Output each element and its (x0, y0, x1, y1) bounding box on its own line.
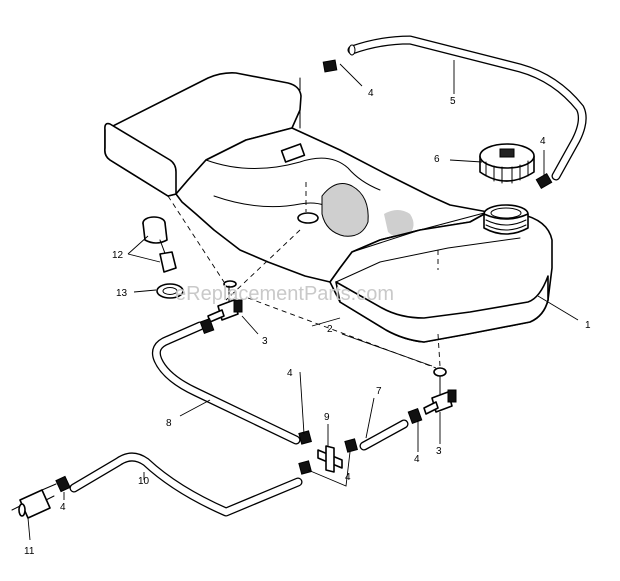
callout-3-left: 3 (262, 336, 268, 347)
callout-12: 12 (112, 250, 124, 261)
fuel-cap (479, 143, 535, 184)
callouts: 1 2 3 3 4 4 4 4 4 4 5 6 7 8 9 10 11 12 1… (24, 88, 591, 557)
callout-2: 2 (327, 324, 333, 335)
fuel-tank (104, 72, 553, 343)
callout-4-upper-right: 4 (540, 136, 546, 147)
callout-11: 11 (24, 546, 35, 557)
shutoff-valve-right (423, 367, 457, 415)
fuel-filter (11, 483, 57, 519)
hose-clamp-upper-left (299, 59, 338, 91)
callout-7: 7 (376, 386, 382, 397)
fuel-line-upper (151, 321, 301, 445)
callout-8: 8 (166, 418, 172, 429)
callout-1: 1 (585, 320, 591, 331)
watermark: eReplacementParts.com (175, 283, 394, 305)
hose-clamp-right-low (407, 408, 423, 424)
fuel-line-lower (69, 452, 303, 517)
leader-lines (27, 60, 579, 541)
callout-10: 10 (138, 476, 150, 487)
callout-4-mid: 4 (287, 368, 293, 379)
callout-4-upper-left: 4 (368, 88, 374, 99)
callout-6: 6 (434, 154, 440, 165)
callout-5: 5 (450, 96, 456, 107)
callout-4-tee: 4 (345, 472, 351, 483)
hose-clamp-lower-left (55, 475, 71, 493)
hose-clamp-upper-right (535, 172, 553, 190)
callout-3-right: 3 (436, 446, 442, 457)
tee-fitting (298, 430, 358, 475)
fuel-gauge (142, 216, 184, 299)
short-hose (359, 419, 409, 451)
callout-4-right-low: 4 (414, 454, 420, 465)
callout-13: 13 (116, 288, 128, 299)
vent-hose (347, 35, 587, 181)
filler-neck (483, 204, 529, 235)
callout-9: 9 (324, 412, 330, 423)
shutoff-valve-left (207, 280, 243, 323)
hose-clamp-mid (199, 318, 215, 334)
callout-4-lower-left: 4 (60, 502, 66, 513)
